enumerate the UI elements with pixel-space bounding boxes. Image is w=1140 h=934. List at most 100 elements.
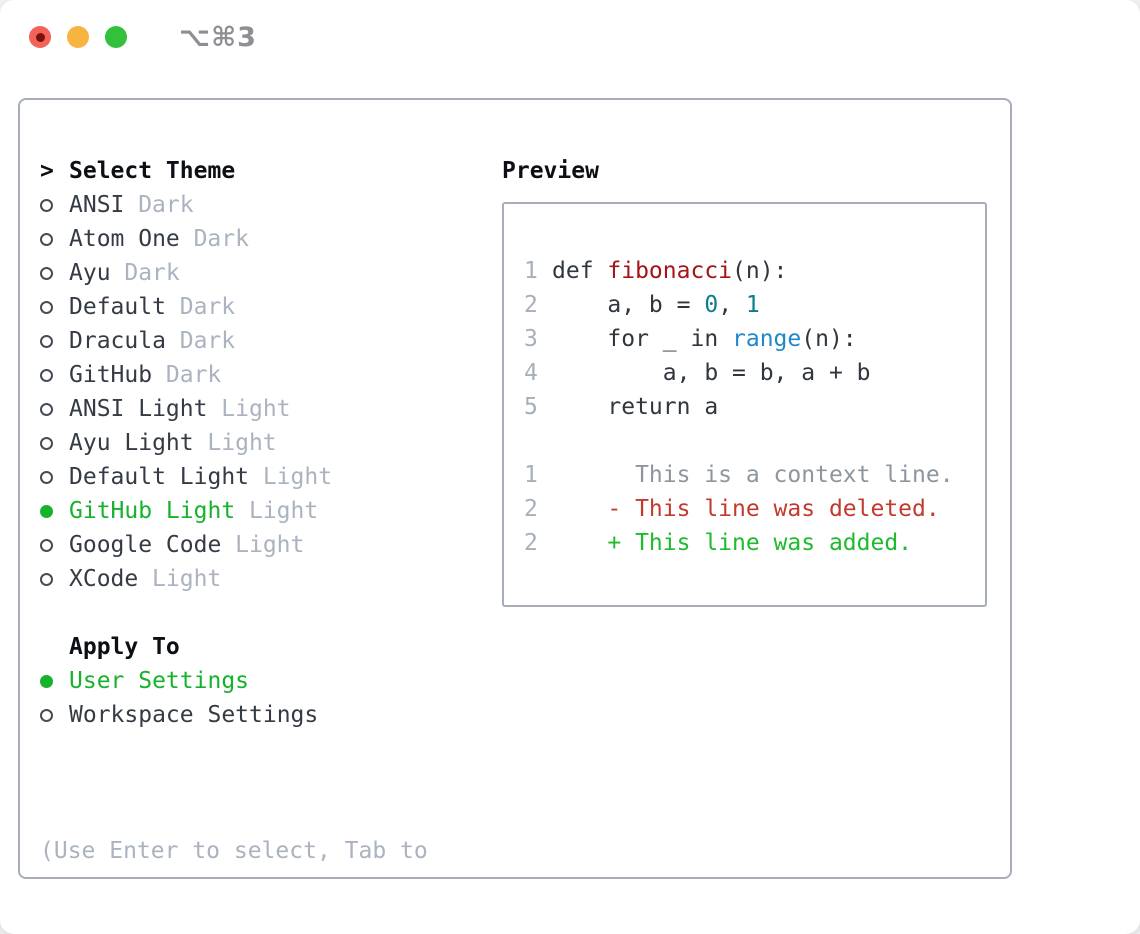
line-number: 5 [524, 394, 538, 420]
radio-cell [40, 674, 69, 688]
line-number: 2 [524, 496, 538, 522]
theme-name: ANSI [69, 192, 125, 218]
radio-cell [40, 368, 69, 382]
code-segment: return a [552, 394, 719, 420]
theme-item[interactable]: GitHub Dark [40, 358, 428, 392]
radio-icon [40, 232, 53, 246]
theme-variant: Dark [179, 328, 236, 354]
code-segment: range [732, 326, 802, 352]
theme-variant: Light [235, 532, 305, 558]
theme-name: Ayu Light [69, 430, 194, 456]
radio-cell [40, 232, 69, 246]
radio-cell [40, 538, 69, 552]
theme-name: XCode [69, 566, 139, 592]
help-text: (Use Enter to select, Tab to change focu… [40, 766, 428, 934]
zoom-button[interactable] [105, 26, 127, 48]
theme-name: Default [69, 294, 166, 320]
radio-cell [40, 708, 69, 722]
code-line [524, 424, 985, 458]
radio-cell [40, 470, 69, 484]
theme-variant: Light [152, 566, 222, 592]
code-segment: (n): [801, 326, 857, 352]
theme-name: GitHub Light [69, 498, 236, 524]
code-segment: (n): [732, 258, 788, 284]
code-line: 2 a, b = 0, 1 [524, 288, 985, 322]
radio-cell [40, 334, 69, 348]
radio-icon [40, 198, 53, 212]
apply-to-name: User Settings [69, 668, 250, 694]
code-segment: This is a context line. [552, 462, 954, 488]
theme-item[interactable]: XCode Light [40, 562, 428, 596]
prompt-icon: > [40, 158, 54, 184]
code-segment: 1 [745, 292, 760, 318]
radio-selected-icon [40, 504, 53, 518]
theme-variant: Light [262, 464, 333, 490]
theme-variant: Light [248, 498, 319, 524]
radio-icon [40, 470, 53, 484]
theme-name: Dracula [69, 328, 166, 354]
line-number: 3 [524, 326, 538, 352]
theme-name: Default Light [69, 464, 250, 490]
code-line: 1 This is a context line. [524, 458, 985, 492]
apply-to-heading-row: Apply To [40, 630, 428, 664]
code-segment: a, b = [552, 292, 705, 318]
line-number: 2 [524, 292, 538, 318]
apply-to-label: Apply To [69, 634, 180, 660]
radio-icon [40, 436, 53, 450]
code-line: 5 return a [524, 390, 985, 424]
apply-to-item[interactable]: Workspace Settings [40, 698, 428, 732]
code-segment: 0 [704, 292, 719, 318]
radio-cell [40, 436, 69, 450]
line-number: 2 [524, 530, 538, 556]
radio-cell [40, 504, 69, 518]
line-number: 1 [524, 258, 538, 284]
close-button[interactable] [29, 26, 51, 48]
theme-item[interactable]: Default Dark [40, 290, 428, 324]
titlebar: ⌥⌘3 [29, 22, 257, 53]
theme-item[interactable]: Default Light Light [40, 460, 428, 494]
code-line: 4 a, b = b, a + b [524, 356, 985, 390]
theme-item[interactable]: Dracula Dark [40, 324, 428, 358]
select-theme-heading-row: > Select Theme [40, 154, 428, 188]
code-segment: fibonacci [607, 258, 733, 284]
code-segment: - This line was deleted. [552, 496, 940, 522]
code-segment: a, b = b, a + b [552, 360, 871, 386]
apply-to-name: Workspace Settings [69, 702, 319, 728]
theme-variant: Dark [179, 294, 236, 320]
code-line: 3 for _ in range(n): [524, 322, 985, 356]
theme-variant: Dark [193, 226, 249, 252]
theme-item[interactable]: GitHub Light Light [40, 494, 428, 528]
theme-name: GitHub [69, 362, 153, 388]
radio-cell [40, 198, 69, 212]
theme-variant: Light [207, 430, 277, 456]
radio-icon [40, 708, 53, 722]
close-dot-icon [35, 32, 45, 42]
spacer [40, 732, 428, 766]
minimize-button[interactable] [67, 26, 89, 48]
code-line: 2 + This line was added. [524, 526, 985, 560]
radio-icon [40, 300, 53, 314]
radio-icon [40, 402, 53, 416]
apply-to-item[interactable]: User Settings [40, 664, 428, 698]
theme-item[interactable]: Ayu Light Light [40, 426, 428, 460]
radio-icon [40, 334, 53, 348]
radio-icon [40, 368, 53, 382]
theme-variant: Dark [165, 362, 222, 388]
radio-cell [40, 266, 69, 280]
window-title: ⌥⌘3 [179, 21, 257, 53]
select-theme-label: Select Theme [69, 158, 236, 184]
radio-selected-icon [40, 674, 53, 688]
radio-cell [40, 300, 69, 314]
